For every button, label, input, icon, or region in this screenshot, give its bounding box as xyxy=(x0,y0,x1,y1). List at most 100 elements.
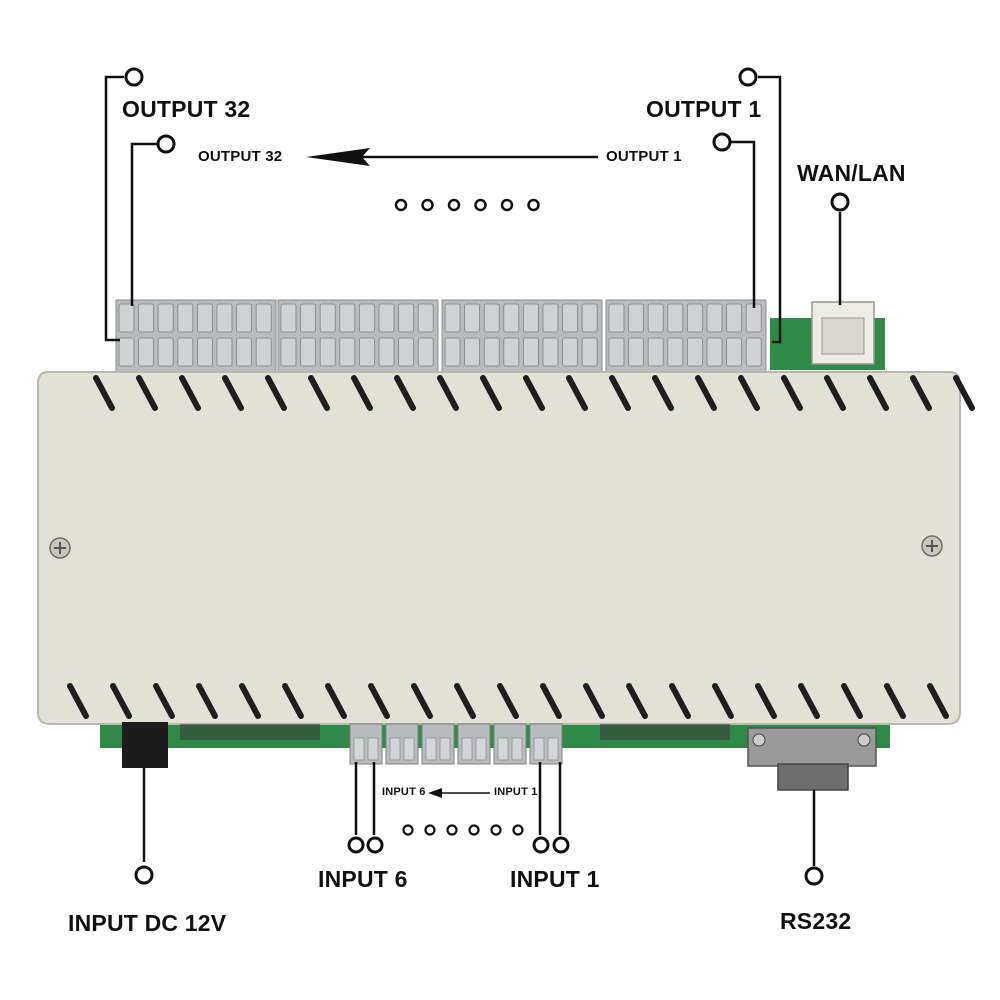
label-input-1: INPUT 1 xyxy=(510,866,600,892)
terminal-slot xyxy=(398,303,415,333)
terminal-slot xyxy=(628,303,644,333)
label-arrow-input-1: INPUT 1 xyxy=(494,786,538,798)
terminal-slot xyxy=(118,337,135,367)
vent-slot xyxy=(867,375,889,411)
ellipsis-dot xyxy=(468,824,480,836)
terminal-slot xyxy=(647,337,664,367)
marker-output32-outer xyxy=(124,67,144,87)
vent-slot xyxy=(480,375,502,411)
marker-dc xyxy=(134,865,154,885)
terminal-slot xyxy=(523,337,539,367)
vent-slot xyxy=(910,375,932,411)
vent-slot xyxy=(540,683,562,719)
vent-slot xyxy=(308,375,330,411)
terminal-slot xyxy=(280,337,297,367)
ellipsis-dot xyxy=(421,198,434,212)
input-terminal-slot xyxy=(403,737,415,761)
terminal-slot xyxy=(628,337,644,367)
terminal-slot xyxy=(300,303,317,333)
terminal-slot xyxy=(216,337,233,367)
marker-input6-a xyxy=(347,836,365,854)
terminal-slot xyxy=(236,303,253,333)
vent-slot xyxy=(222,375,244,411)
terminal-slot xyxy=(581,337,598,367)
vent-slot xyxy=(738,375,760,411)
ellipsis-dot xyxy=(394,198,408,212)
input-terminal-slot xyxy=(511,737,523,761)
terminal-slot xyxy=(196,303,213,333)
terminal-slot xyxy=(483,337,500,367)
input-terminal-slot xyxy=(475,737,487,761)
terminal-slot xyxy=(542,337,559,367)
vent-slot xyxy=(325,683,347,719)
terminal-slot xyxy=(319,303,336,333)
terminal-slot xyxy=(378,303,395,333)
vent-slot xyxy=(437,375,459,411)
marker-wanlan xyxy=(830,192,850,212)
input-terminal-slot xyxy=(497,737,509,761)
output-terminal-blocks xyxy=(115,299,767,373)
vent-slot xyxy=(497,683,519,719)
input-terminal-slot xyxy=(439,737,451,761)
vent-slot xyxy=(609,375,631,411)
input-terminal-blocks xyxy=(349,723,563,765)
terminal-slot xyxy=(216,303,233,333)
input-terminal-slot xyxy=(389,737,401,761)
terminal-slot xyxy=(523,303,539,333)
terminal-slot xyxy=(177,303,194,333)
terminal-slot xyxy=(118,303,135,333)
callout-output32-inner xyxy=(130,142,158,306)
vent-slot xyxy=(523,375,545,411)
vent-slot xyxy=(67,683,89,719)
terminal-slot xyxy=(417,303,434,333)
label-arrow-output-32: OUTPUT 32 xyxy=(198,148,283,165)
ellipsis-dot xyxy=(500,198,514,212)
ethernet-port-opening xyxy=(821,317,865,355)
screw-left xyxy=(49,537,71,559)
terminal-slot xyxy=(706,337,723,367)
terminal-slot xyxy=(503,337,520,367)
vent-slot xyxy=(411,683,433,719)
terminal-slot xyxy=(300,337,317,367)
vent-slot xyxy=(454,683,476,719)
header-pins-left xyxy=(180,724,320,740)
terminal-slot xyxy=(177,337,194,367)
vent-slot xyxy=(368,683,390,719)
vent-slot xyxy=(265,375,287,411)
terminal-slot xyxy=(745,303,762,333)
ellipsis-dot xyxy=(402,824,414,836)
marker-rs232 xyxy=(804,866,824,886)
callout-output1-inner xyxy=(730,140,756,308)
ellipsis-dot xyxy=(527,198,540,212)
terminal-slot xyxy=(706,303,723,333)
label-output-1: OUTPUT 1 xyxy=(646,96,762,122)
vent-slot xyxy=(626,683,648,719)
terminal-slot xyxy=(726,303,742,333)
terminal-slot xyxy=(464,337,481,367)
terminal-slot xyxy=(319,337,336,367)
input-terminal-slot xyxy=(533,737,545,761)
terminal-slot xyxy=(358,303,375,333)
vent-slot xyxy=(755,683,777,719)
input-terminal-slot xyxy=(547,737,559,761)
terminal-slot xyxy=(562,303,578,333)
terminal-slot xyxy=(608,303,625,333)
output-direction-arrow xyxy=(306,148,598,166)
terminal-slot xyxy=(503,303,520,333)
marker-output1-outer xyxy=(738,67,758,87)
terminal-slot xyxy=(157,303,174,333)
vent-slot xyxy=(239,683,261,719)
callout-output1-outer xyxy=(758,75,782,344)
vent-slot xyxy=(884,683,906,719)
vent-slot xyxy=(824,375,846,411)
terminal-slot xyxy=(444,303,461,333)
marker-output1-inner xyxy=(712,132,732,152)
label-wan-lan: WAN/LAN xyxy=(797,160,906,186)
dc-power-jack xyxy=(122,722,168,768)
vent-slot xyxy=(712,683,734,719)
terminal-slot xyxy=(745,337,762,367)
input-terminal-slot xyxy=(425,737,437,761)
terminal-slot xyxy=(608,337,625,367)
